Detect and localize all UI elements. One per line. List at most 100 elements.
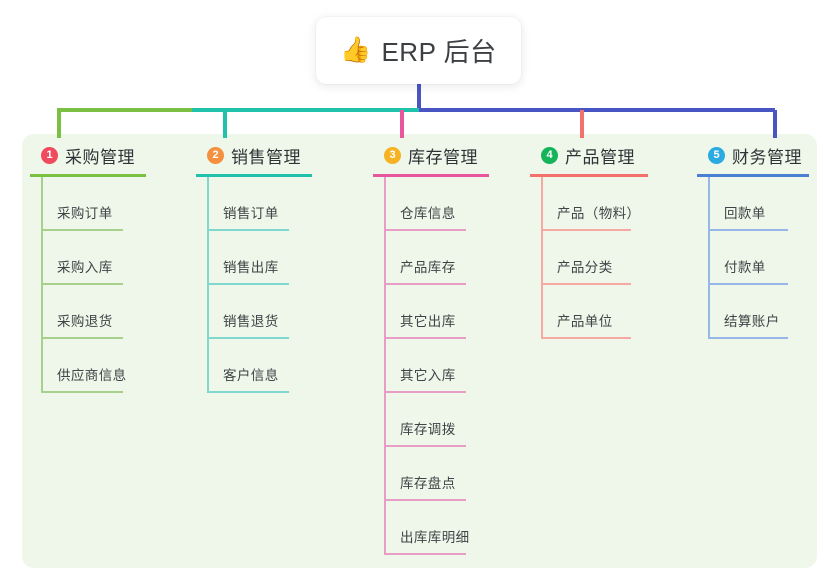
node-item-rule xyxy=(708,283,788,285)
node-item[interactable]: 供应商信息 xyxy=(30,339,180,393)
node-item-rule xyxy=(207,391,289,393)
node-item-rule xyxy=(384,229,466,231)
column-rule-finance xyxy=(697,174,809,177)
column-header-sales[interactable]: 2 销售管理 xyxy=(196,143,346,167)
node-item-rule xyxy=(384,445,466,447)
column-rule-inventory xyxy=(373,174,489,177)
node-item-label: 供应商信息 xyxy=(57,368,127,383)
node-item[interactable]: 回款单 xyxy=(697,177,839,231)
node-item-rule xyxy=(708,229,788,231)
connector-leg-product xyxy=(580,110,584,138)
node-item-rule xyxy=(384,337,466,339)
node-item[interactable]: 结算账户 xyxy=(697,285,839,339)
node-item[interactable]: 采购入库 xyxy=(30,231,180,285)
node-item[interactable]: 仓库信息 xyxy=(373,177,523,231)
badge-number-finance: 5 xyxy=(708,146,725,164)
column-sales: 2 销售管理销售订单销售出库销售退货客户信息 xyxy=(196,143,346,393)
thumbs-up-icon: 👍 xyxy=(340,36,372,64)
column-title-sales: 销售管理 xyxy=(231,147,301,167)
node-item-rule xyxy=(384,391,466,393)
root-node-erp-backend[interactable]: 👍 ERP 后台 xyxy=(316,17,521,84)
node-item-label: 库存调拨 xyxy=(400,422,456,437)
node-item[interactable]: 采购退货 xyxy=(30,285,180,339)
badge-number-inventory: 3 xyxy=(384,146,401,164)
node-item-label: 产品库存 xyxy=(400,260,456,275)
column-rule-sales xyxy=(196,174,312,177)
node-item-label: 仓库信息 xyxy=(400,206,456,221)
node-item-rule xyxy=(207,337,289,339)
node-item-rule xyxy=(541,229,631,231)
node-item-rule xyxy=(708,337,788,339)
connector-leg-purchasing xyxy=(57,110,61,138)
node-item-rule xyxy=(41,391,123,393)
column-header-finance[interactable]: 5 财务管理 xyxy=(697,143,839,167)
node-item[interactable]: 库存盘点 xyxy=(373,447,523,501)
connector-bus-segment-green xyxy=(57,108,192,112)
node-item[interactable]: 出库库明细 xyxy=(373,501,523,555)
node-item-label: 库存盘点 xyxy=(400,476,456,491)
node-item-rule xyxy=(384,499,466,501)
connector-leg-sales xyxy=(223,110,227,138)
node-item-label: 产品单位 xyxy=(557,314,613,329)
connector-leg-inventory xyxy=(400,110,404,138)
node-item-rule xyxy=(541,283,631,285)
column-finance: 5 财务管理回款单付款单结算账户 xyxy=(697,143,839,339)
column-stem-sales xyxy=(207,177,209,393)
diagram-panel-background xyxy=(22,134,817,568)
column-stem-product xyxy=(541,177,543,339)
badge-number-purchasing: 1 xyxy=(41,146,58,164)
node-item[interactable]: 采购订单 xyxy=(30,177,180,231)
node-item[interactable]: 销售出库 xyxy=(196,231,346,285)
column-rule-product xyxy=(530,174,648,177)
node-item-rule xyxy=(384,283,466,285)
node-item[interactable]: 产品分类 xyxy=(530,231,690,285)
column-items-purchasing: 采购订单采购入库采购退货供应商信息 xyxy=(30,177,180,393)
node-item[interactable]: 客户信息 xyxy=(196,339,346,393)
column-items-product: 产品（物料） 产品分类产品单位 xyxy=(530,177,690,339)
connector-trunk xyxy=(417,84,421,110)
node-item-label: 其它出库 xyxy=(400,314,456,329)
column-items-finance: 回款单付款单结算账户 xyxy=(697,177,839,339)
column-title-inventory: 库存管理 xyxy=(408,147,478,167)
node-item-label: 结算账户 xyxy=(724,314,780,329)
node-item[interactable]: 产品库存 xyxy=(373,231,523,285)
connector-leg-finance xyxy=(773,110,777,138)
connector-bus-segment-teal xyxy=(192,108,419,112)
node-item-label: 客户信息 xyxy=(223,368,279,383)
node-item[interactable]: 其它出库 xyxy=(373,285,523,339)
node-item-label: 出库库明细 xyxy=(400,530,470,545)
node-item-label: 销售出库 xyxy=(223,260,279,275)
node-item-label: 采购入库 xyxy=(57,260,113,275)
node-item[interactable]: 销售退货 xyxy=(196,285,346,339)
node-item-label: 销售订单 xyxy=(223,206,279,221)
node-item-label: 回款单 xyxy=(724,206,766,221)
node-item-label: 采购订单 xyxy=(57,206,113,221)
node-item-label: 付款单 xyxy=(724,260,766,275)
node-item-rule xyxy=(41,229,123,231)
connector-bus-segment-blue xyxy=(419,108,775,112)
node-item[interactable]: 付款单 xyxy=(697,231,839,285)
column-title-finance: 财务管理 xyxy=(732,147,802,167)
node-item[interactable]: 产品单位 xyxy=(530,285,690,339)
node-item[interactable]: 产品（物料） xyxy=(530,177,690,231)
column-stem-finance xyxy=(708,177,710,339)
node-item-rule xyxy=(207,283,289,285)
node-item-label: 其它入库 xyxy=(400,368,456,383)
node-item-rule xyxy=(41,283,123,285)
column-stem-inventory xyxy=(384,177,386,555)
node-item[interactable]: 销售订单 xyxy=(196,177,346,231)
node-item-label: 产品（物料） xyxy=(557,206,641,221)
badge-number-sales: 2 xyxy=(207,146,224,164)
node-item-label: 采购退货 xyxy=(57,314,113,329)
column-inventory: 3 库存管理仓库信息产品库存其它出库其它入库库存调拨库存盘点出库库明细 xyxy=(373,143,523,555)
column-rule-purchasing xyxy=(30,174,146,177)
column-stem-purchasing xyxy=(41,177,43,393)
node-item[interactable]: 库存调拨 xyxy=(373,393,523,447)
column-header-inventory[interactable]: 3 库存管理 xyxy=(373,143,523,167)
badge-number-product: 4 xyxy=(541,146,558,164)
node-item-rule xyxy=(207,229,289,231)
node-item[interactable]: 其它入库 xyxy=(373,339,523,393)
